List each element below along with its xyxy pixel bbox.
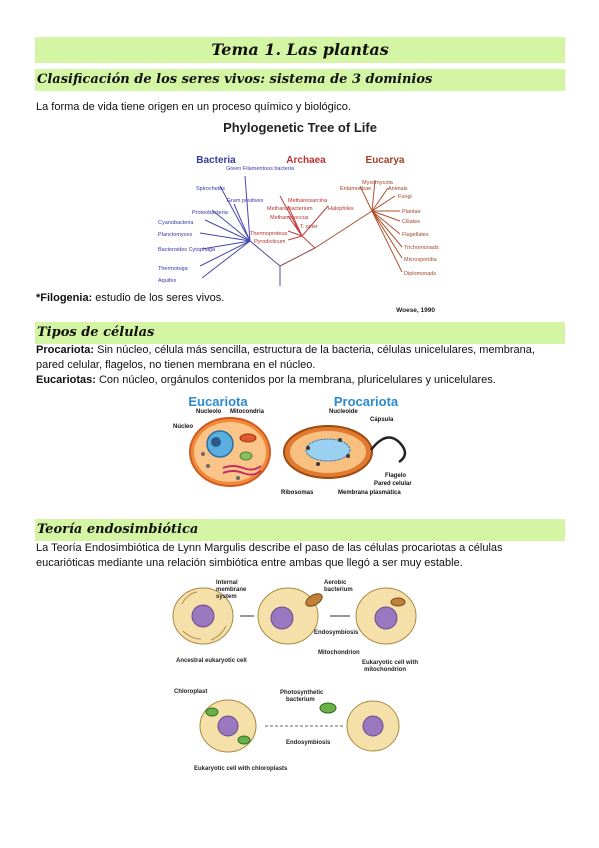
label-flagellates: Flagellates bbox=[402, 232, 429, 238]
procariota-paragraph: Procariota: Sin núcleo, célula más senci… bbox=[36, 343, 564, 373]
label-animals: Animals bbox=[388, 186, 408, 192]
section-heading-classification: Clasificación de los seres vivos: sistem… bbox=[35, 69, 565, 91]
domain-bacteria: Bacteria bbox=[196, 155, 236, 166]
label-diplomonads: Diplomonads bbox=[404, 271, 436, 277]
eucarya-labels: Myxomycota Entamoebae Animals Fungi Plan… bbox=[340, 180, 439, 277]
bacteria-labels: Green Filamentous bacteria Spirochetes G… bbox=[158, 166, 295, 284]
label-methanococcus: Methanococcus bbox=[270, 215, 309, 221]
label-myxomycota: Myxomycota bbox=[362, 180, 394, 186]
label-cyanobacteria: Cyanobacteria bbox=[158, 220, 194, 226]
phylogenetic-tree-figure: Phylogenetic Tree of Life Bacteria Archa… bbox=[158, 120, 439, 314]
label-fungi: Fungi bbox=[398, 194, 412, 200]
label-t-celer: T. celer bbox=[300, 224, 318, 230]
label-gram-positives: Gram positives bbox=[227, 198, 264, 204]
label-endosymbiosis-2: Endosymbiosis bbox=[286, 740, 331, 746]
domain-archaea: Archaea bbox=[286, 155, 326, 166]
eucariota-text: Con núcleo, orgánulos contenidos por la … bbox=[95, 374, 496, 386]
label-nucleo: Núcleo bbox=[173, 424, 193, 430]
label-ancestral-cell: Ancestral eukaryotic cell bbox=[176, 658, 247, 664]
phylogeny-note-text: estudio de los seres vivos. bbox=[92, 292, 225, 304]
endosymbiosis-figure: Internal membrane system Aerobic bacteri… bbox=[172, 580, 418, 772]
label-photosynthetic: Photosynthetic bbox=[280, 690, 324, 696]
procariota-label: Procariota: bbox=[36, 344, 95, 356]
label-membrane: membrane bbox=[216, 587, 247, 593]
label-thermotoga: Thermotoga bbox=[158, 266, 189, 272]
eucariota-label: Eucariotas: bbox=[36, 374, 96, 386]
label-system: system bbox=[216, 594, 237, 600]
label-bacterium-2: bacterium bbox=[286, 697, 315, 703]
label-internal: Internal bbox=[216, 580, 238, 586]
label-proteobacteria: Proteobacteria bbox=[192, 210, 229, 216]
eucariota-paragraph: Eucariotas: Con núcleo, orgánulos conten… bbox=[36, 373, 564, 388]
prokaryotic-cell-illustration bbox=[283, 425, 407, 479]
section-heading-cell-types: Tipos de células bbox=[35, 322, 565, 344]
label-spirochetes: Spirochetes bbox=[196, 186, 225, 192]
phylogeny-note: *Filogenia: estudio de los seres vivos. bbox=[36, 291, 564, 306]
label-aerobic: Aerobic bbox=[324, 580, 347, 586]
eucariota-title: Eucariota bbox=[188, 394, 248, 409]
label-ribosomas: Ribosomas bbox=[281, 490, 314, 496]
tree-credit: Woese, 1990 bbox=[396, 307, 435, 314]
label-endosymbiosis-1: Endosymbiosis bbox=[314, 630, 359, 636]
cell-with-chloroplasts bbox=[199, 699, 257, 753]
archaea-labels: Methanosarcina Methanobacterium Halophil… bbox=[250, 198, 354, 245]
label-euk-mito-1: Eukaryotic cell with bbox=[362, 660, 418, 666]
page-title: Tema 1. Las plantas bbox=[35, 37, 565, 63]
tree-title: Phylogenetic Tree of Life bbox=[223, 120, 377, 135]
label-green-filamentous: Green Filamentous bacteria bbox=[226, 166, 295, 172]
label-chloroplast: Chloroplast bbox=[174, 689, 207, 695]
eukaryotic-cell-illustration bbox=[189, 417, 271, 487]
label-methanosarcina: Methanosarcina bbox=[288, 198, 328, 204]
label-mitochondrion: Mitochondrion bbox=[318, 650, 360, 656]
label-bacteroides: Bacteroides Cytophaga bbox=[158, 247, 216, 253]
cell-chloroplast-start bbox=[319, 700, 400, 752]
cell-with-mitochondrion bbox=[355, 587, 417, 645]
label-pyrodicticum: Pyrodicticum bbox=[254, 239, 286, 245]
cell-ancestral bbox=[172, 587, 234, 645]
section-heading-endosymbiotic: Teoría endosimbiótica bbox=[35, 519, 565, 541]
phylogeny-note-label: *Filogenia: bbox=[36, 292, 93, 304]
label-flagelo: Flagelo bbox=[385, 473, 406, 479]
label-microsporidia: Microsporidia bbox=[404, 257, 438, 263]
label-plantae: Plantae bbox=[402, 209, 421, 215]
label-euk-mito-2: mitochondrion bbox=[364, 667, 406, 673]
procariota-text: Sin núcleo, célula más sencilla, estruct… bbox=[36, 344, 535, 371]
label-methanobacterium: Methanobacterium bbox=[267, 206, 313, 212]
intro-text: La forma de vida tiene origen en un proc… bbox=[36, 101, 351, 113]
label-nucleolo: Nucleolo bbox=[196, 409, 222, 415]
label-thermoproteus: Thermoproteus bbox=[250, 231, 288, 237]
procariota-title: Procariota bbox=[334, 394, 399, 409]
cell-engulfing bbox=[257, 587, 323, 645]
cell-types-figure: Eucariota Procariota Nucleolo Mitocondri… bbox=[173, 394, 412, 496]
tree-branches bbox=[199, 175, 403, 286]
label-nucleoide: Nucleoide bbox=[329, 409, 358, 415]
label-ciliates: Ciliates bbox=[402, 219, 420, 225]
label-membrana-plasmatica: Membrana plasmática bbox=[338, 490, 401, 496]
label-planctomyces: Planctomyces bbox=[158, 232, 192, 238]
label-bacterium-1: bacterium bbox=[324, 587, 353, 593]
label-halophiles: Halophiles bbox=[328, 206, 354, 212]
label-capsula: Cápsula bbox=[370, 417, 394, 423]
label-entamoebae: Entamoebae bbox=[340, 186, 371, 192]
endosymbiotic-paragraph: La Teoría Endosimbiótica de Lynn Marguli… bbox=[36, 542, 503, 569]
label-euk-chloroplasts: Eukaryotic cell with chloroplasts bbox=[194, 766, 288, 772]
label-pared-celular: Pared celular bbox=[374, 481, 412, 487]
label-mitocondria: Mitocondria bbox=[230, 409, 265, 415]
label-aquifex: Aquifex bbox=[158, 278, 177, 284]
domain-eucarya: Eucarya bbox=[366, 155, 405, 166]
label-trichomonads: Trichomonads bbox=[404, 245, 439, 251]
